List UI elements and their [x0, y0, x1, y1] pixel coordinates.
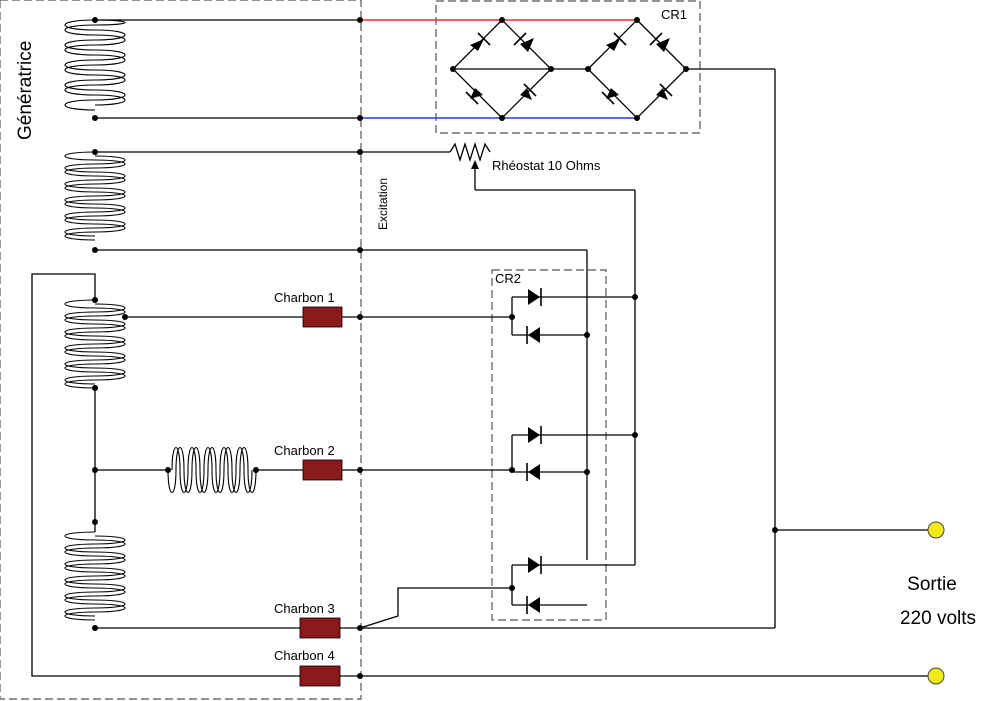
phase-coil-1 — [64, 299, 126, 389]
cr1-frame — [435, 0, 701, 134]
cr2-frame — [491, 269, 607, 621]
charbon-3-label: Charbon 3 — [274, 601, 335, 616]
output-label-line2: 220 volts — [900, 608, 976, 629]
excitation-label: Excitation — [376, 178, 390, 230]
generator-frame — [0, 0, 362, 700]
junction-dots — [92, 17, 778, 679]
wiring — [31, 19, 935, 677]
cr1-diodes — [470, 38, 670, 100]
charbon-1-label: Charbon 1 — [274, 290, 335, 305]
phase-coil-3 — [64, 531, 126, 621]
output-label-line1: Sortie — [907, 574, 957, 595]
stator-coil-1 — [64, 19, 126, 111]
cr2-diodes — [528, 289, 540, 613]
excitation-coil — [64, 151, 126, 241]
cr2-diode-bars — [526, 288, 542, 614]
charbon-2-label: Charbon 2 — [274, 443, 335, 458]
cr1-label: CR1 — [661, 7, 687, 22]
charbon-3-brush — [299, 617, 341, 639]
generator-label: Génératrice — [15, 41, 36, 140]
cr1-diode-bars — [465, 32, 673, 105]
charbon-2-brush — [302, 459, 343, 481]
charbon-4-label: Charbon 4 — [274, 648, 335, 663]
charbon-1-brush — [302, 306, 343, 328]
cr2-label: CR2 — [495, 271, 521, 286]
output-terminal-positive — [927, 521, 945, 539]
output-terminal-negative — [927, 667, 945, 685]
charbon-4-brush — [299, 665, 341, 687]
rheostat-label: Rhéostat 10 Ohms — [492, 158, 601, 173]
phase-coil-2 — [167, 447, 257, 493]
